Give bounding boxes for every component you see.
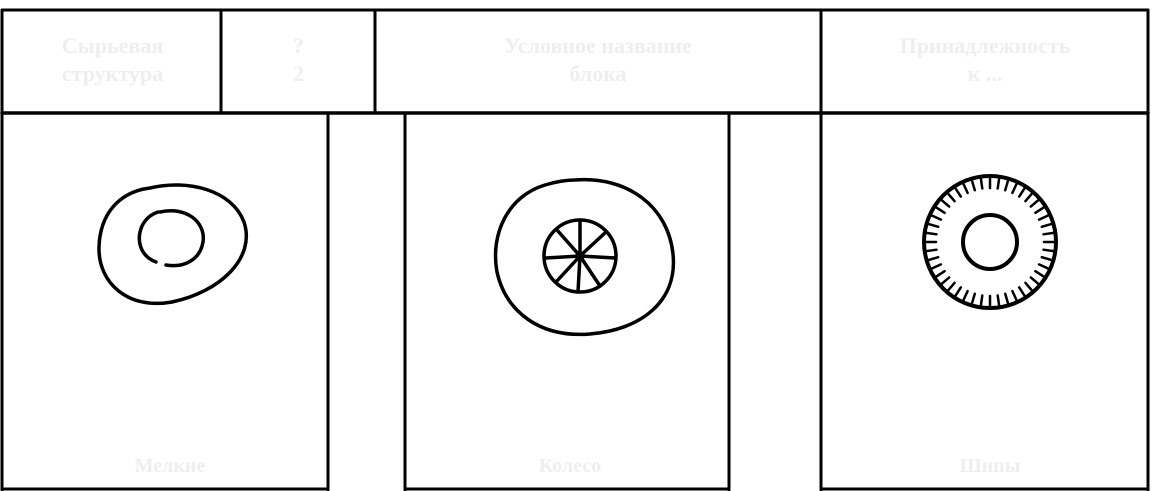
spoke-7 bbox=[546, 256, 580, 258]
header-cell-2-line-1: ? bbox=[226, 32, 371, 60]
spoke-5 bbox=[578, 256, 580, 292]
spike-mark bbox=[1031, 199, 1040, 207]
spike-mark bbox=[971, 179, 974, 191]
header-cell-3-line-2: блока bbox=[380, 60, 816, 88]
spike-mark bbox=[971, 294, 974, 306]
spike-mark bbox=[925, 250, 937, 252]
inner-ring-arc bbox=[160, 211, 203, 266]
spike-mark bbox=[935, 206, 945, 213]
spoke-8 bbox=[557, 230, 580, 256]
spike-mark bbox=[930, 264, 941, 269]
spike-mark bbox=[940, 277, 949, 285]
spike-mark bbox=[930, 215, 941, 220]
panel-caption-2: Колесо bbox=[460, 452, 680, 480]
spike-mark bbox=[940, 199, 949, 207]
inner-ring-arc-2 bbox=[139, 212, 158, 262]
spike-mark bbox=[1005, 294, 1008, 306]
spike-mark bbox=[947, 192, 955, 201]
spike-mark bbox=[1019, 187, 1025, 197]
spike-mark bbox=[1042, 257, 1054, 260]
spike-mark bbox=[963, 291, 968, 302]
spike-mark bbox=[1039, 215, 1050, 220]
spike-mark bbox=[954, 287, 961, 297]
spike-mark bbox=[981, 296, 983, 308]
spike-mark bbox=[947, 283, 955, 292]
spike-mark bbox=[1035, 271, 1045, 278]
outer-ring bbox=[99, 185, 246, 303]
spike-mark bbox=[998, 177, 1000, 189]
spike-mark bbox=[1005, 179, 1008, 191]
spoke-2 bbox=[580, 232, 606, 256]
spike-mark bbox=[925, 233, 937, 235]
spike-mark bbox=[1025, 283, 1033, 292]
header-cell-1-line-1: Сырьевая bbox=[10, 32, 215, 60]
spoke-4 bbox=[580, 256, 600, 286]
header-cell-4: Принадлежность к ... bbox=[826, 32, 1144, 88]
spike-mark bbox=[1012, 182, 1017, 193]
spike-mark bbox=[1019, 287, 1025, 297]
spike-mark bbox=[935, 271, 945, 278]
wheel-symbol bbox=[496, 180, 674, 335]
spike-mark bbox=[998, 296, 1000, 308]
spike-mark bbox=[1012, 291, 1017, 302]
header-cell-2-line-2: 2 bbox=[226, 60, 371, 88]
panel-caption-1: Мелкие bbox=[60, 452, 280, 480]
spike-mark bbox=[1025, 192, 1033, 201]
header-cell-1: Сырьевая структура bbox=[10, 32, 215, 88]
spoke-6 bbox=[556, 256, 580, 282]
header-cell-2: ? 2 bbox=[226, 32, 371, 88]
spoke-3 bbox=[580, 256, 615, 258]
outer-ring bbox=[924, 176, 1056, 308]
header-cell-4-line-2: к ... bbox=[826, 60, 1144, 88]
hub bbox=[577, 253, 583, 259]
spike-mark bbox=[981, 177, 983, 189]
header-cell-3-line-1: Условное название bbox=[380, 32, 816, 60]
plain-ring-symbol bbox=[99, 185, 246, 303]
spike-mark bbox=[1039, 264, 1050, 269]
spike-mark bbox=[1031, 277, 1040, 285]
spike-mark bbox=[927, 223, 939, 226]
spike-mark bbox=[954, 187, 961, 197]
spike-mark bbox=[963, 182, 968, 193]
header-cell-1-line-2: структура bbox=[10, 60, 215, 88]
panel-caption-3: Шипы bbox=[880, 452, 1100, 480]
spike-mark bbox=[1044, 250, 1056, 252]
inner-ring bbox=[963, 215, 1017, 269]
spike-mark bbox=[927, 257, 939, 260]
header-cell-3: Условное название блока bbox=[380, 32, 816, 88]
spike-mark bbox=[1035, 206, 1045, 213]
spiked-ring-symbol bbox=[924, 176, 1056, 308]
spike-mark bbox=[1042, 223, 1054, 226]
header-cell-4-line-1: Принадлежность bbox=[826, 32, 1144, 60]
spike-mark bbox=[1044, 233, 1056, 235]
